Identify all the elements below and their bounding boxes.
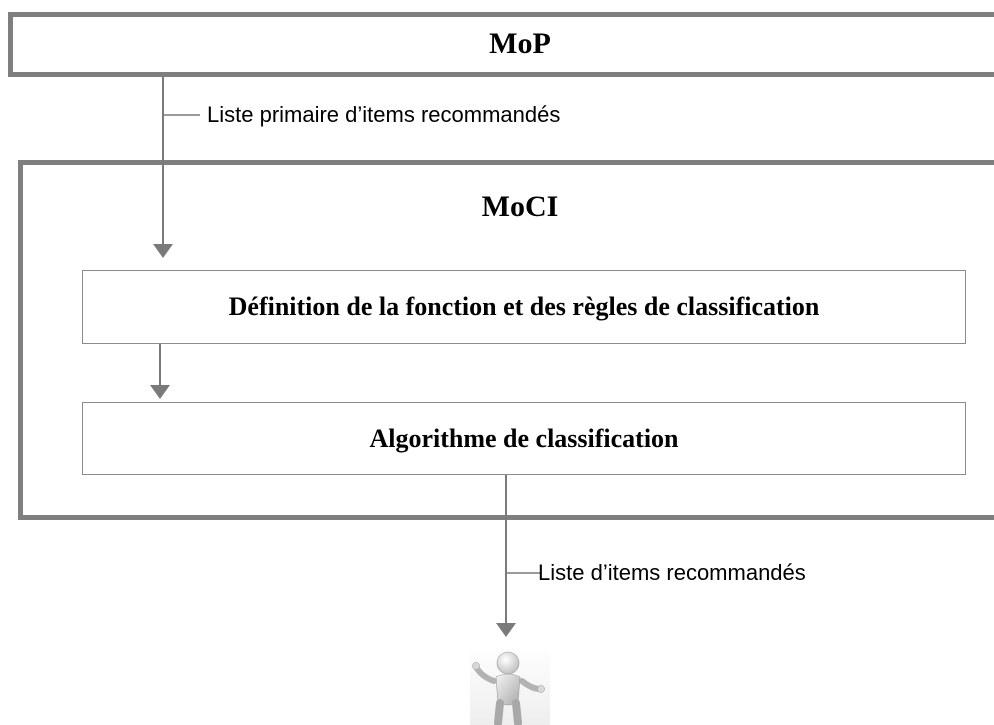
classification-rules-step: Définition de la fonction et des règles … bbox=[82, 270, 966, 344]
final-list-arrowhead bbox=[496, 623, 516, 637]
user-figure-icon bbox=[470, 645, 550, 725]
mop-title: MoP bbox=[489, 27, 551, 60]
final-list-label: Liste d’items recommandés bbox=[538, 560, 806, 585]
classification-algorithm-step: Algorithme de classification bbox=[82, 402, 966, 475]
classification-algorithm-label: Algorithme de classification bbox=[369, 423, 679, 453]
moci-title: MoCI bbox=[481, 190, 559, 223]
mop-module-box bbox=[8, 12, 994, 77]
classification-rules-label: Définition de la fonction et des règles … bbox=[228, 292, 820, 321]
primary-list-label: Liste primaire d’items recommandés bbox=[207, 102, 561, 127]
